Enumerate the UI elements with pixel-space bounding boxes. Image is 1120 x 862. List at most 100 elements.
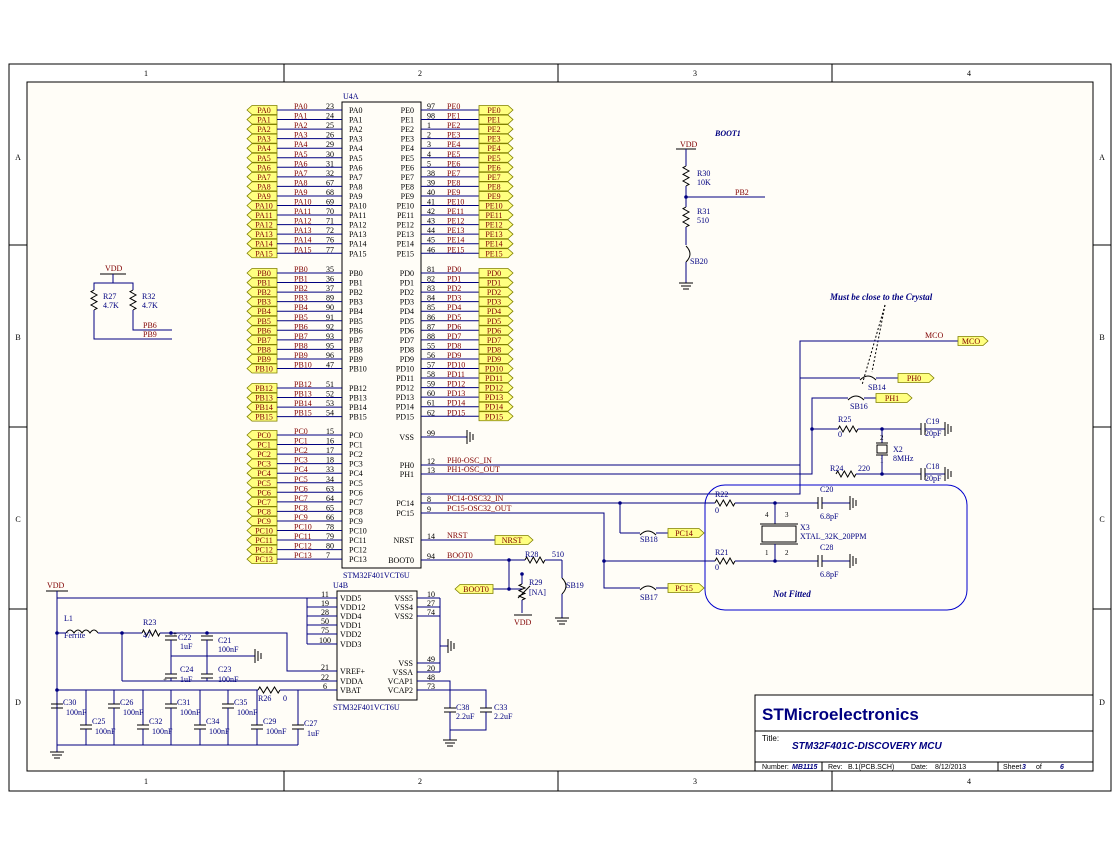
r27-ref: R27 [103,292,116,301]
pin-65: 65 [326,503,334,512]
pinname-PB4: PB4 [349,307,363,316]
net-BOOT0: BOOT0 [447,551,473,560]
pinname-PD1: PD1 [400,279,414,288]
pinname-PC2: PC2 [349,450,363,459]
port-PB2-label: PB2 [257,288,271,297]
pin-96: 96 [326,351,334,360]
pin-91: 91 [326,313,334,322]
net-PH1-OSC_OUT: PH1-OSC_OUT [447,465,500,474]
vcap2-wire [417,689,487,708]
port-PA10-label: PA10 [255,202,273,211]
x3-body [761,525,797,543]
pinname-PA8: PA8 [349,182,363,191]
r27-val: 4.7K [103,301,119,310]
net-PD6: PD6 [447,322,461,331]
pin-60: 60 [427,389,435,398]
pin-42: 42 [427,207,435,216]
pinname-PH0: PH0 [400,461,414,470]
col-label: 3 [693,777,697,786]
port-PE2-label: PE2 [487,125,500,134]
ph1-wire [421,397,848,475]
net-PB7: PB7 [294,332,308,341]
pinname-PB3: PB3 [349,298,363,307]
mco-port [957,336,989,346]
pin-55: 55 [427,341,435,350]
boot1-vdd: VDD [680,140,698,149]
pinname-VDD2: VDD2 [340,630,361,639]
sb20-ref: SB20 [690,257,708,266]
r32-ref: R32 [142,292,155,301]
sb14-ref: SB14 [868,383,886,392]
u4b-ref: U4B [333,581,348,590]
number-value: MB1115 [792,764,818,771]
r23-body [141,628,161,638]
net-PD5: PD5 [447,313,461,322]
r24-ref: R24 [830,464,843,473]
pinname-PC12: PC12 [349,546,367,555]
decap-val-C35: 100nF [237,708,258,717]
col-label: 1 [144,777,148,786]
decap-ref-C32: C32 [149,717,162,726]
r25-ref: R25 [838,415,851,424]
junction-dot [602,559,606,563]
col-label: 2 [418,69,422,78]
port-PE3-label: PE3 [487,135,500,144]
r26-ref: R26 [258,694,271,703]
net-PE5: PE5 [447,150,460,159]
pinname-PD10: PD10 [396,365,414,374]
pinname-PD9: PD9 [400,355,414,364]
sb20-bridge [685,245,691,263]
hse-oscillator: Must be close to the CrystalMCOMCOSB14PH… [421,292,989,495]
net-PE10: PE10 [447,198,464,207]
pwr-vdd-label: VDD [47,581,65,590]
sb16-bridge [847,395,865,401]
x3-pin3: 3 [785,511,789,519]
net-PC13: PC13 [294,551,312,560]
net-PD12: PD12 [447,380,465,389]
port-PD7 [478,334,514,345]
pin-6: 6 [323,682,327,691]
net-PC4: PC4 [294,465,308,474]
net-PC14-OSC32_IN: PC14-OSC32_IN [447,494,504,503]
net-PE14: PE14 [447,236,464,245]
crystal-note: Must be close to the Crystal [829,292,933,302]
net-PC15-OSC32_OUT: PC15-OSC32_OUT [447,504,512,513]
col-label: 3 [693,69,697,78]
sb19-bridge [561,577,567,595]
pin-68: 68 [326,188,334,197]
c18-ref: C18 [926,462,939,471]
pinname-PE11: PE11 [397,211,414,220]
pinname-PD8: PD8 [400,345,414,354]
net-PC1: PC1 [294,437,308,446]
pinname-PC13: PC13 [349,555,367,564]
port-PA4-label: PA4 [257,144,271,153]
decap-val-C32: 100nF [152,727,173,736]
pinname-PC14: PC14 [396,499,414,508]
r32-body [128,289,138,311]
c28-ref: C28 [820,543,833,552]
net-PE15: PE15 [447,245,464,254]
port-PA9-label: PA9 [257,192,271,201]
net-PB5: PB5 [294,313,308,322]
pin-88: 88 [427,332,435,341]
r24-body [835,469,857,479]
net-PC7: PC7 [294,494,308,503]
pin-30: 30 [326,150,334,159]
port-PC12-label: PC12 [255,546,273,555]
pin-7: 7 [326,551,330,560]
pin-94: 94 [427,552,435,561]
pin-62: 62 [427,408,435,417]
pinname-PD6: PD6 [400,326,414,335]
port-PE9 [478,191,514,201]
port-PD10 [478,363,514,374]
sb14-bridge [859,375,877,381]
pin-21: 21 [321,663,329,672]
port-PD5 [478,315,514,326]
port-PD1 [478,277,514,288]
decap-ref-C29: C29 [263,717,276,726]
port-PC1-label: PC1 [257,441,271,450]
pin-71: 71 [326,217,334,226]
port-PD9-label: PD9 [487,355,501,364]
